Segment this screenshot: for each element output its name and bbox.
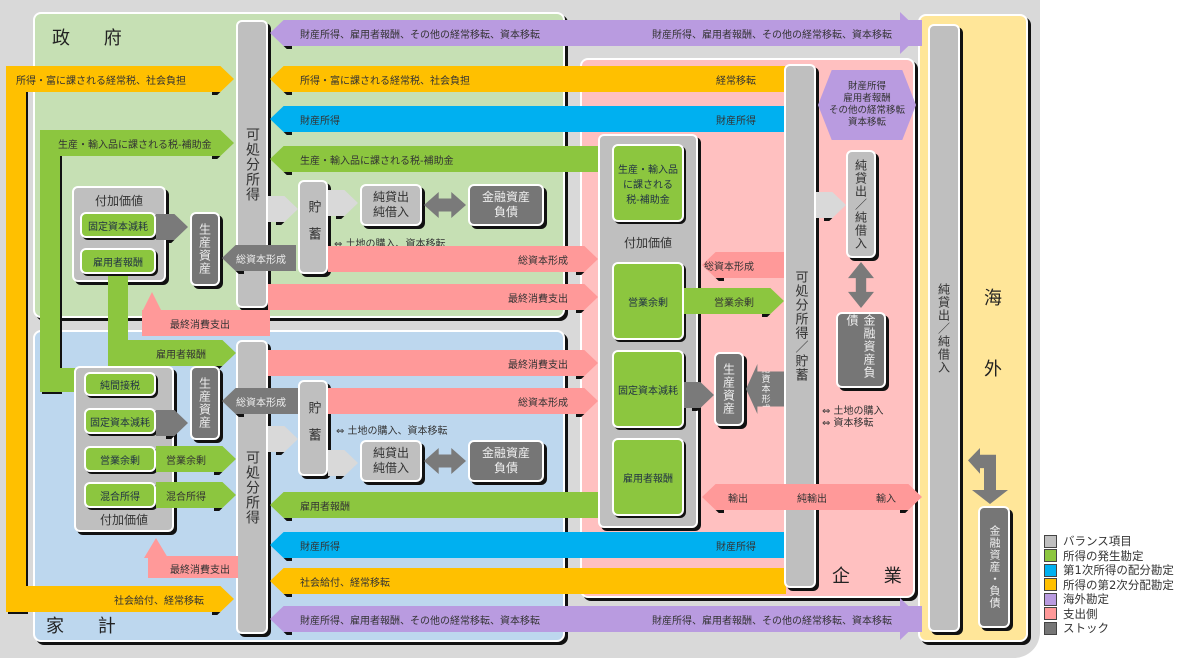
gov-land-note: ⇔ 土地の購入、資本移転 xyxy=(334,239,446,250)
abroad-financial-assets: 金融資産・負債 xyxy=(978,506,1010,628)
hh-capital-formation-out-arrow: 総資本形成 xyxy=(328,388,598,414)
tax-flow-vertical xyxy=(6,66,26,612)
abroad-title: 海 外 xyxy=(981,287,1002,393)
hh-value-added-title: 付加価値 xyxy=(99,513,148,527)
gov-compensation: 雇用者報酬 xyxy=(80,248,156,274)
corp-operating-surplus-arrow: 営業余剰 xyxy=(684,288,784,314)
gov-financial-assets: 金融資産 負債 xyxy=(468,184,544,226)
gov-tax-in-arrow: 所得・富に課される経常税、社会負担 xyxy=(6,66,234,92)
bottom-purple-flow-arrow: 財産所得、雇用者報酬、その他の経常移転、資本移転 財産所得、雇用者報酬、その他の… xyxy=(270,606,922,632)
legend-item: 所得の第2次分配勘定 xyxy=(1044,578,1174,593)
legend-swatch-abroad xyxy=(1044,592,1057,606)
gov-compensation-arrow: 雇用者報酬 xyxy=(108,340,236,366)
corp-financial-assets: 金融資産負債 xyxy=(836,312,886,388)
gov-consumption-label: 最終消費支出 xyxy=(170,320,230,331)
hh-consumption-bar xyxy=(148,556,238,578)
net-exports-arrow: 輸出 純輸出 輸入 xyxy=(702,484,922,510)
production-tax-vertical xyxy=(40,130,60,392)
gov-depreciation: 固定資本減耗 xyxy=(80,212,156,238)
legend-item: 第1次所得の配分勘定 xyxy=(1044,563,1174,578)
hh-net-indirect-tax: 純間接税 xyxy=(84,372,156,396)
hh-mixed-income: 混合所得 xyxy=(84,482,156,508)
corp-operating-surplus: 営業余剰 xyxy=(612,262,684,340)
legend-item: バランス項目 xyxy=(1044,534,1174,549)
corp-land-note-2: ⇔ 資本移転 xyxy=(822,418,874,429)
hh-net-lending: 純貸出 純借入 xyxy=(360,440,422,482)
gov-consumption-out-arrow: 最終消費支出 xyxy=(268,284,598,310)
gov-consumption-bar xyxy=(142,310,270,336)
corp-value-added-title: 付加価値 xyxy=(623,236,672,250)
hh-financial-assets: 金融資産 負債 xyxy=(468,440,544,482)
legend-swatch-primary xyxy=(1044,563,1057,577)
legend-swatch-expenditure xyxy=(1044,607,1057,621)
corp-depreciation: 固定資本減耗 xyxy=(612,350,684,428)
hh-produced-assets: 生産資産 xyxy=(190,366,220,440)
hh-land-note: ⇔ 土地の購入、資本移転 xyxy=(336,426,448,437)
legend-item: 所得の発生勘定 xyxy=(1044,549,1174,564)
corp-land-note-1: ⇔ 土地の購入 xyxy=(822,406,884,417)
corp-capital-formation-arrow: 総資本形成 xyxy=(702,252,784,278)
corp-production-tax: 生産・輸入品に課される税-補助金 xyxy=(612,144,684,222)
corp-net-lending: 純貸出／純借入 xyxy=(846,150,876,258)
hh-mixed-income-arrow: 混合所得 xyxy=(156,482,236,508)
corp-production-tax-arrow: 生産・輸入品に課される税-補助金 xyxy=(270,146,615,172)
legend-item: ストック xyxy=(1044,621,1174,636)
production-tax-in-arrow: 生産・輸入品に課される税-補助金 xyxy=(40,130,234,156)
gov-savings: 貯蓄 xyxy=(298,180,328,274)
legend-swatch-balance xyxy=(1044,534,1057,548)
abroad-net-lending: 純貸出／純借入 xyxy=(928,24,960,632)
corp-compensation-to-hh-arrow: 雇用者報酬 xyxy=(270,492,615,518)
legend-item: 支出側 xyxy=(1044,607,1174,622)
legend-swatch-generation xyxy=(1044,549,1057,563)
hh-consumption-label: 最終消費支出 xyxy=(170,565,230,576)
hh-capital-formation-arrow: 総資本形成 xyxy=(222,388,298,414)
government-title: 政 府 xyxy=(52,28,136,49)
gov-compensation-vertical xyxy=(108,276,128,358)
hh-social-benefits-arrow: 社会給付、経常移転 xyxy=(270,568,786,594)
hh-savings: 貯蓄 xyxy=(298,380,328,476)
hh-property-income-arrow: 財産所得財産所得 xyxy=(270,532,786,558)
social-benefits-in-arrow: 社会給付、経常移転 xyxy=(6,586,234,612)
gov-capital-formation-arrow: 総資本形成 xyxy=(222,245,296,271)
hh-disposable-income: 可処分所得 xyxy=(236,340,268,634)
gov-property-income-arrow: 財産所得財産所得 xyxy=(270,106,786,132)
hh-consumption-out-arrow: 最終消費支出 xyxy=(268,350,598,376)
top-purple-flow-arrow: 財産所得、雇用者報酬、その他の経常移転、資本移転 財産所得、雇用者報酬、その他の… xyxy=(270,20,922,46)
corp-produced-assets: 生産資産 xyxy=(714,352,744,426)
corp-abroad-flows-arrow: 財産所得 雇用者報酬 その他の経常移転 資本移転 xyxy=(818,70,916,140)
corp-to-gov-tax-arrow: 所得・富に課される経常税、社会負担経常移転 xyxy=(270,66,786,92)
legend-swatch-stock xyxy=(1044,621,1057,635)
gov-produced-assets: 生産資産 xyxy=(190,212,220,286)
legend-item: 海外勘定 xyxy=(1044,592,1174,607)
gov-capital-formation-out-arrow: 総資本形成 xyxy=(328,246,598,272)
hh-operating-surplus-arrow: 営業余剰 xyxy=(156,446,236,472)
corp-compensation: 雇用者報酬 xyxy=(612,438,684,516)
household-title: 家 計 xyxy=(46,616,130,637)
legend: バランス項目 所得の発生勘定 第1次所得の配分勘定 所得の第2次分配勘定 海外勘… xyxy=(1044,534,1174,636)
hh-operating-surplus: 営業余剰 xyxy=(84,446,156,472)
legend-swatch-secondary xyxy=(1044,578,1057,592)
hh-depreciation: 固定資本減耗 xyxy=(84,408,156,434)
corporate-title: 企 業 xyxy=(832,566,916,587)
net-indirect-tax-link xyxy=(40,368,80,392)
gov-value-added-title: 付加価値 xyxy=(94,193,143,208)
gov-net-lending: 純貸出 純借入 xyxy=(360,184,422,226)
